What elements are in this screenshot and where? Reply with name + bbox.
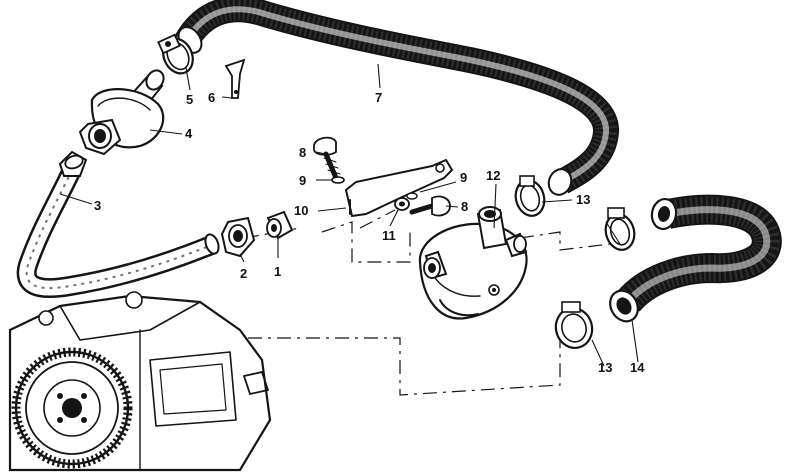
assembly-lines xyxy=(190,209,611,396)
callout-3: 3 xyxy=(94,198,101,213)
clamp-13-lower xyxy=(554,301,594,349)
clamp-5 xyxy=(157,33,194,75)
callout-13-lower: 13 xyxy=(598,360,612,375)
washer-9-upper xyxy=(331,176,345,184)
callout-9-upper: 9 xyxy=(299,173,306,188)
bracket-6 xyxy=(224,58,246,99)
hose-3 xyxy=(16,150,220,299)
callout-13-upper: 13 xyxy=(576,192,590,207)
hose-7 xyxy=(174,0,619,196)
leader-lines xyxy=(59,63,639,367)
screw-8-upper xyxy=(313,136,341,181)
callout-2: 2 xyxy=(240,266,247,281)
washer-9-lower xyxy=(406,192,418,200)
callout-4: 4 xyxy=(185,126,193,141)
hose-14 xyxy=(609,194,782,323)
bracket-10 xyxy=(344,158,454,218)
check-valve-4 xyxy=(78,69,165,156)
callout-labels: 1 2 3 4 5 6 7 8 9 10 11 9 8 12 13 13 14 xyxy=(94,90,645,375)
clamp-13-middle xyxy=(604,207,636,251)
callout-6: 6 xyxy=(208,90,215,105)
callout-10: 10 xyxy=(294,203,308,218)
callout-9-lower: 9 xyxy=(460,170,467,185)
callout-7: 7 xyxy=(375,90,382,105)
callout-1: 1 xyxy=(274,264,281,279)
callout-14: 14 xyxy=(630,360,645,375)
flywheel-gear xyxy=(11,347,133,469)
callout-8-lower: 8 xyxy=(461,199,468,214)
sleeve-1 xyxy=(266,210,294,240)
callout-5: 5 xyxy=(186,92,193,107)
thermostat-housing-12 xyxy=(418,206,528,320)
screw-8-lower xyxy=(409,195,451,217)
washer-11 xyxy=(394,197,410,211)
callout-8-upper: 8 xyxy=(299,145,306,160)
callout-11: 11 xyxy=(382,228,396,243)
callout-12: 12 xyxy=(486,168,500,183)
clamp-13-upper xyxy=(514,175,546,217)
nut-2 xyxy=(220,216,256,258)
